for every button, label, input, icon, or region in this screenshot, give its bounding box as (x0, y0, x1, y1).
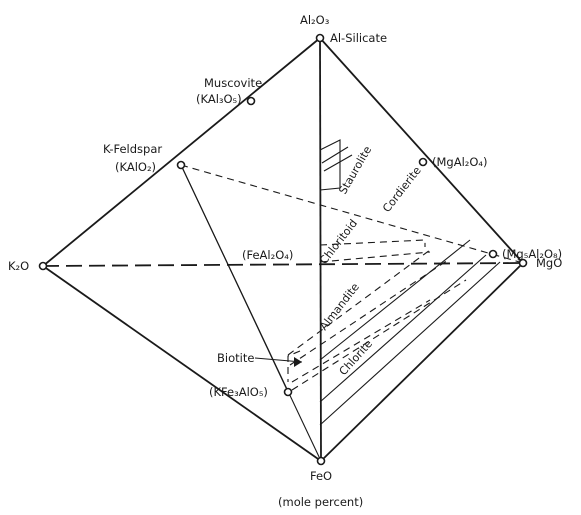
staurolite-field (319, 139, 341, 191)
point-kfe3alo5 (283, 387, 293, 397)
label-mg5al2o8: (Mg₅Al₂O₈) (502, 247, 562, 261)
label-biotite: Biotite (217, 351, 254, 365)
label-muscovite-formula: (KAl₃O₅) (196, 92, 242, 106)
staurolite-line-2 (323, 154, 353, 172)
label-cordierite: Cordierite (380, 164, 424, 215)
tie-kfeldspar-annite (180, 164, 289, 393)
point-muscovite (246, 96, 256, 106)
label-kfe3alo5: (KFe₃AlO₅) (209, 385, 268, 399)
caption-mole-percent: (mole percent) (278, 495, 363, 509)
point-kfeldspar (176, 160, 186, 170)
point-mgal2o4 (418, 157, 428, 167)
almandite-tie-3 (291, 299, 431, 383)
chloritoid-field (319, 239, 426, 247)
edge-right-bottom (320, 262, 524, 462)
label-k2o: K₂O (8, 259, 29, 273)
edge-center-vertical (319, 37, 322, 462)
label-muscovite: Muscovite (204, 76, 262, 90)
label-al-silicate: Al-Silicate (330, 31, 387, 45)
point-al2o3 (315, 33, 325, 43)
biotite-arrow-head (294, 357, 302, 367)
biotite-bracket (287, 350, 301, 382)
label-almandite: Almandite (317, 280, 362, 332)
chloritoid-lower (319, 251, 431, 263)
chlorite-tie-3 (319, 261, 501, 426)
label-al2o3: Al₂O₃ (300, 13, 330, 27)
edge-top-left (42, 37, 321, 267)
edge-hidden-k2o-mgo (42, 262, 524, 267)
point-feo (316, 456, 326, 466)
chlorite-tie-1 (319, 239, 471, 361)
point-mg5al2o8 (488, 249, 498, 259)
almandite-tie-2 (289, 259, 449, 366)
label-kfeldspar: K-Feldspar (103, 142, 162, 156)
label-feal2o4: (FeAl₂O₄) (242, 248, 293, 262)
label-staurolite: Staurolite (336, 144, 374, 197)
point-k2o (38, 261, 48, 271)
label-mgo: MgO (536, 256, 562, 270)
label-feo: FeO (310, 469, 332, 483)
point-mgo (518, 258, 528, 268)
staurolite-line-1 (321, 146, 349, 164)
label-chloritoid: Chloritoid (317, 217, 360, 267)
edge-top-right (319, 37, 524, 264)
almandite-tie-1 (287, 249, 431, 356)
chlorite-tie-2 (319, 254, 487, 403)
label-kfeldspar-formula: (KAlO₂) (115, 160, 156, 174)
edge-left-bottom (42, 265, 322, 462)
label-mgal2o4: (MgAl₂O₄) (432, 155, 488, 169)
